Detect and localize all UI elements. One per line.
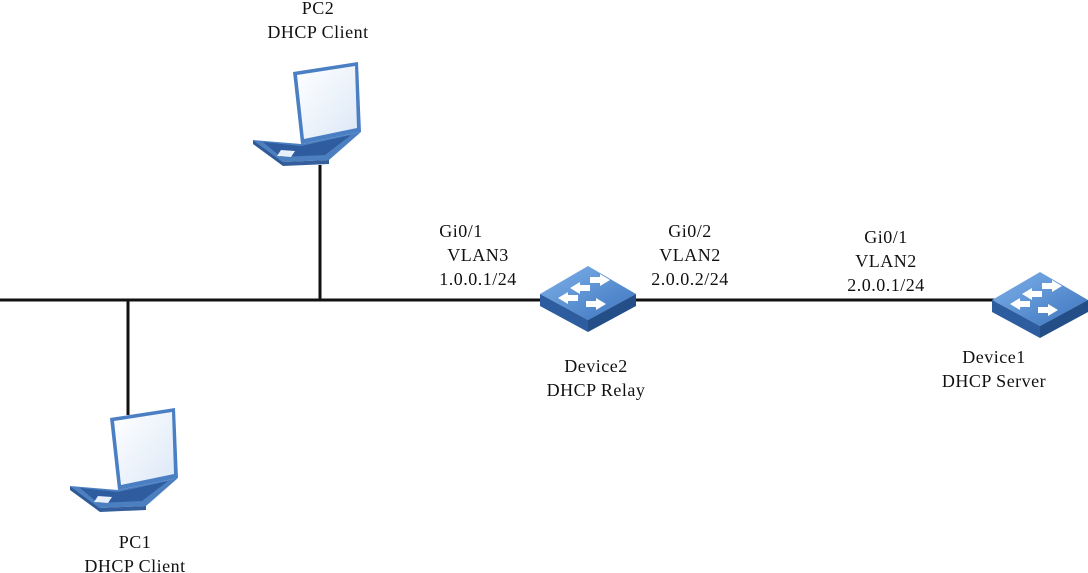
links bbox=[0, 165, 995, 415]
device2-gi02-label: Gi0/2 VLAN2 2.0.0.2/24 bbox=[651, 219, 729, 291]
port: Gi0/1 bbox=[439, 221, 483, 241]
pc1-label: PC1 DHCP Client bbox=[84, 530, 185, 573]
device2-switch-icon bbox=[540, 266, 636, 332]
pc2-laptop-icon bbox=[253, 62, 361, 166]
vlan: VLAN2 bbox=[855, 251, 917, 271]
device1-role: DHCP Server bbox=[941, 371, 1047, 391]
pc1-role: DHCP Client bbox=[84, 556, 186, 573]
ip: 2.0.0.2/24 bbox=[651, 269, 729, 289]
port: Gi0/2 bbox=[668, 221, 712, 241]
pc2-name: PC2 bbox=[301, 0, 335, 18]
device2-gi01-label: Gi0/1 VLAN3 1.0.0.1/24 bbox=[439, 219, 517, 291]
ip: 1.0.0.1/24 bbox=[439, 269, 517, 289]
device1-label: Device1 DHCP Server bbox=[942, 345, 1046, 393]
pc2-role: DHCP Client bbox=[267, 22, 369, 42]
pc1-laptop-icon bbox=[70, 408, 178, 512]
pc2-label: PC2 DHCP Client bbox=[267, 0, 368, 44]
device2-role: DHCP Relay bbox=[546, 380, 646, 400]
port: Gi0/1 bbox=[864, 227, 908, 247]
pc1-name: PC1 bbox=[118, 532, 152, 552]
vlan: VLAN2 bbox=[659, 245, 721, 265]
device1-name: Device1 bbox=[962, 347, 1026, 367]
ip: 2.0.0.1/24 bbox=[847, 275, 925, 295]
device1-switch-icon bbox=[992, 272, 1088, 338]
device2-label: Device2 DHCP Relay bbox=[547, 354, 646, 402]
vlan: VLAN3 bbox=[447, 245, 509, 265]
device2-name: Device2 bbox=[564, 356, 628, 376]
device1-gi01-label: Gi0/1 VLAN2 2.0.0.1/24 bbox=[847, 225, 925, 297]
